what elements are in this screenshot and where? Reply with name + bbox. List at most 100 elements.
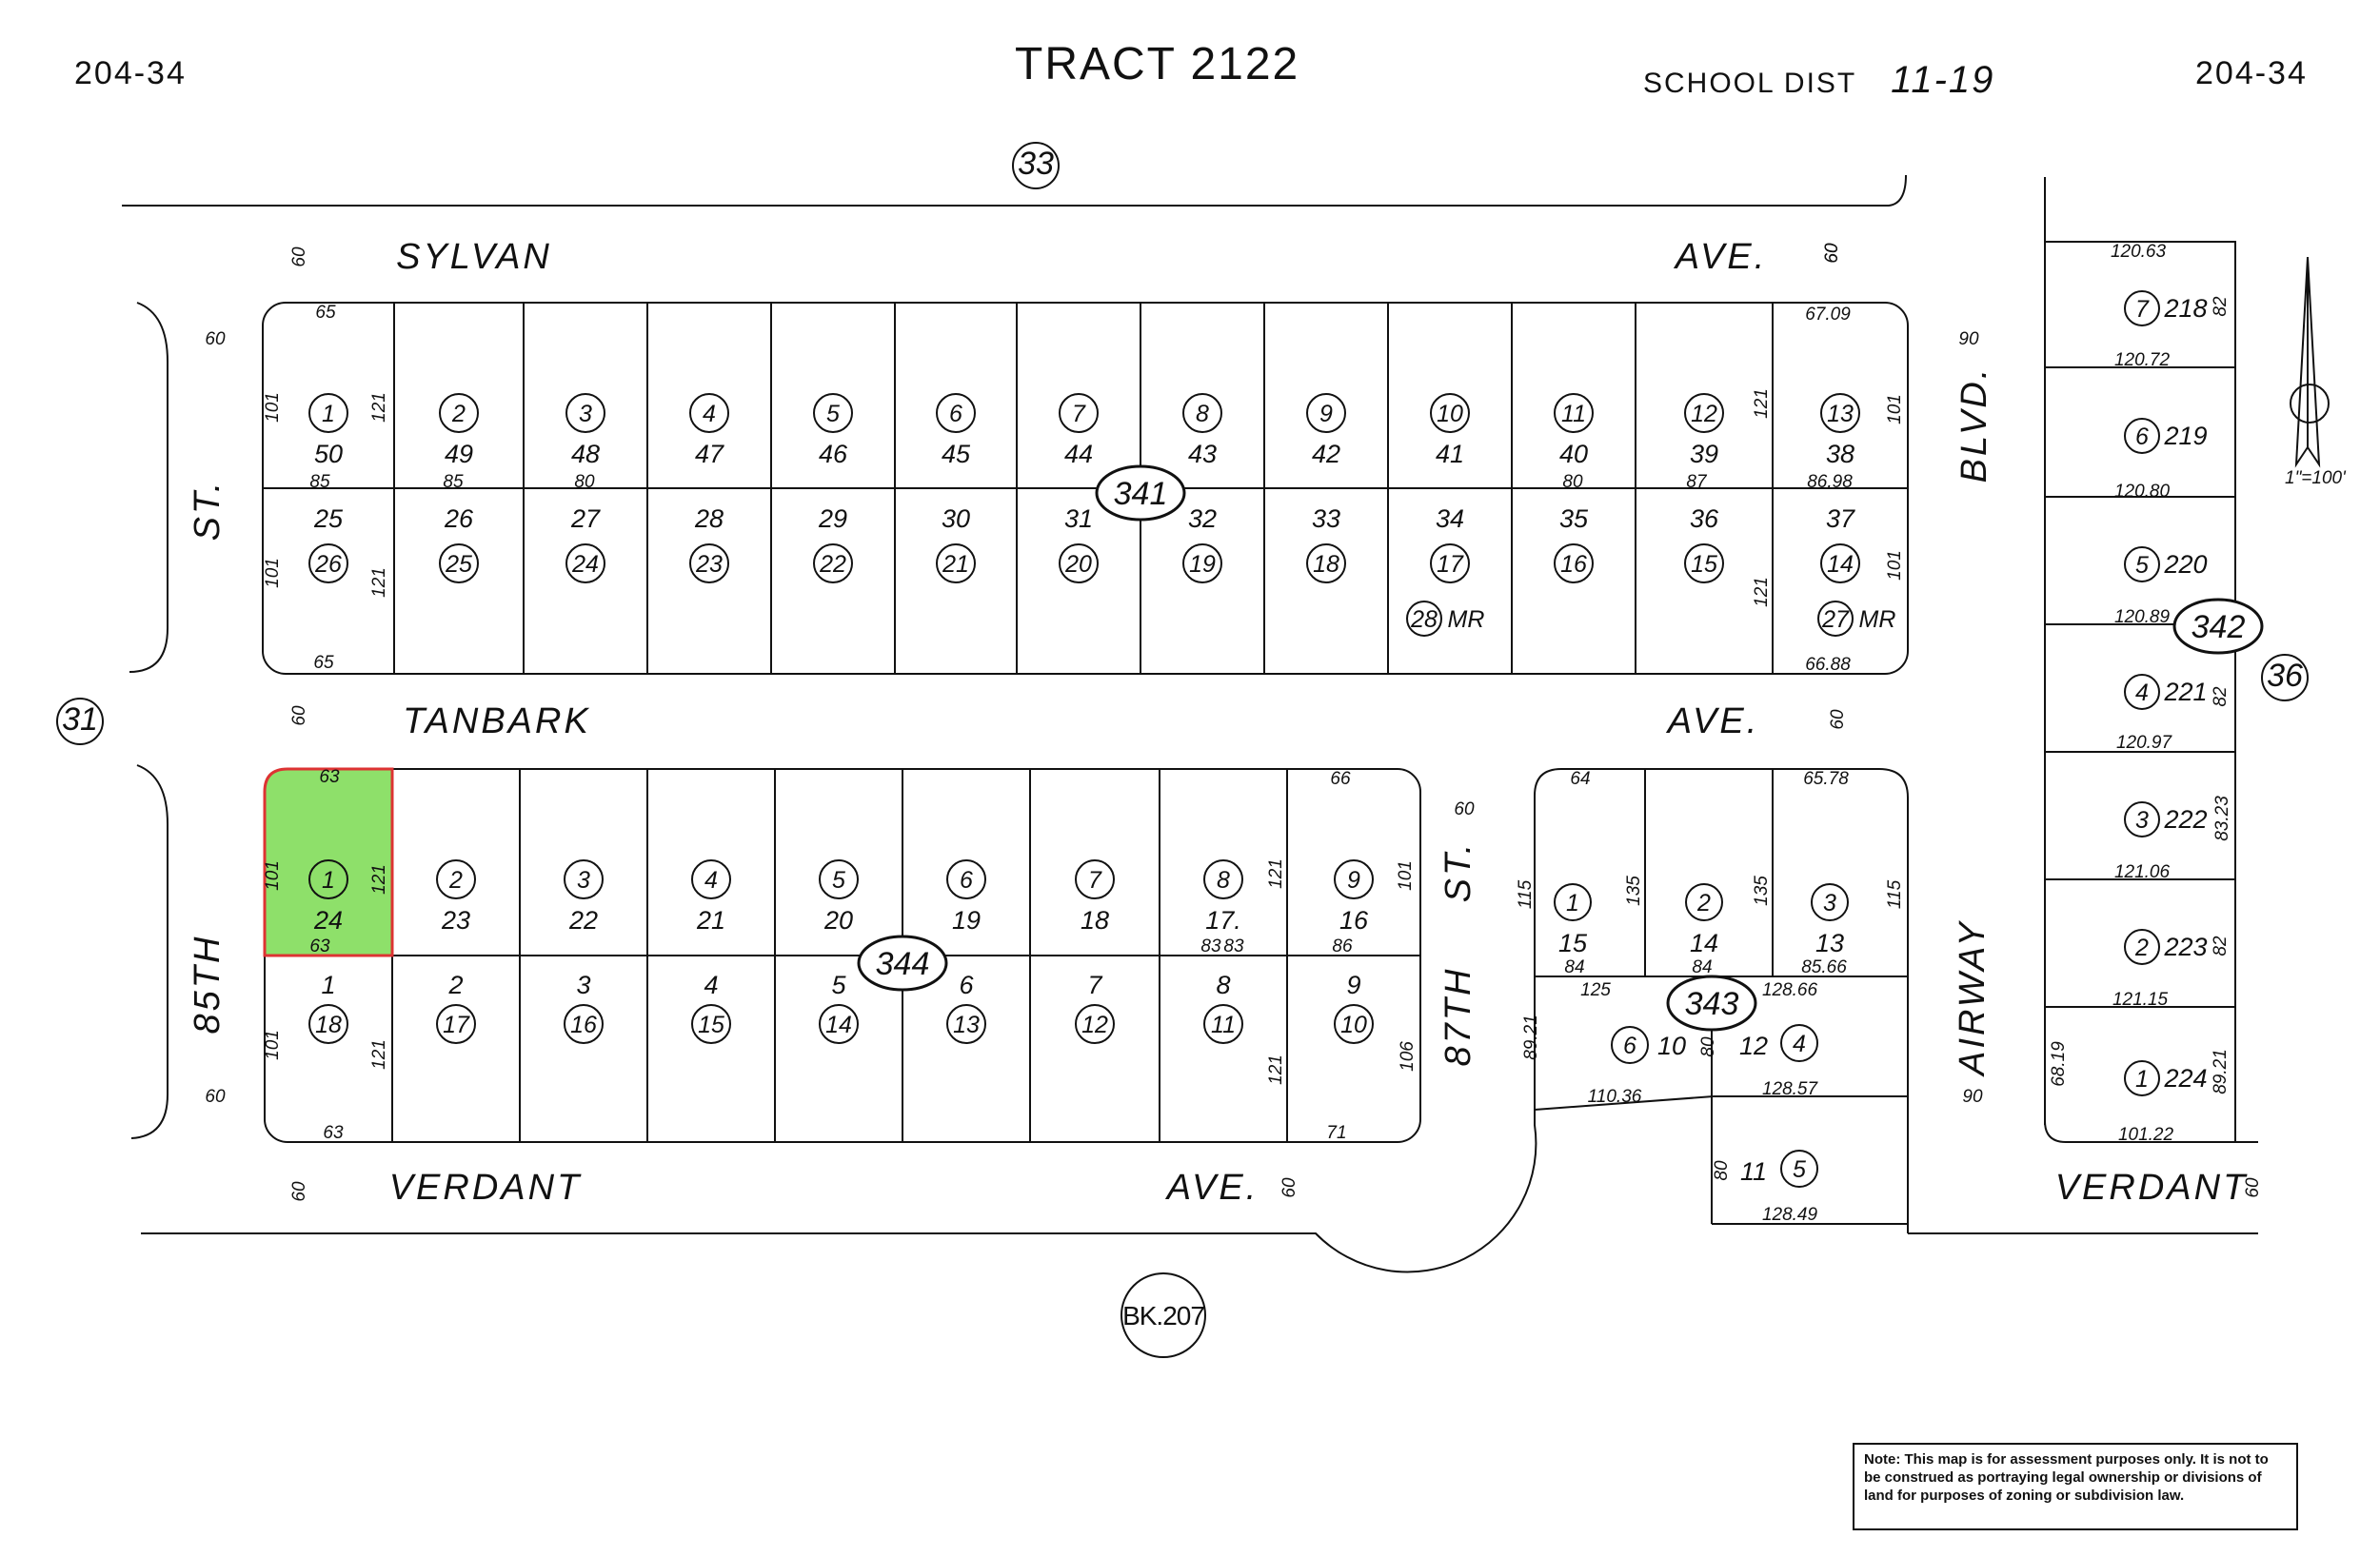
parcel-circle: 1 [322,401,335,427]
dimension-d80_c: 80 [1698,1036,1718,1057]
dimension-d12106: 121.06 [2114,862,2171,882]
lot-number: 219 [2163,422,2207,450]
dimension-d82_a: 82 [2211,296,2231,317]
parcel-circle: 1 [322,867,335,894]
dimension-d101_d: 101 [1885,550,1905,581]
lot-number: 222 [2163,805,2207,834]
parcel-circle: 2 [2134,935,2149,961]
lot-number: 29 [818,504,847,533]
lot-number: 22 [568,906,598,935]
dimension-d115_a: 115 [1516,879,1536,909]
parcel-circle: 7 [1088,867,1102,894]
street-tanbark-ave: AVE. [1666,701,1760,741]
lot-number: 31 [1064,504,1093,533]
dimension-d135_a: 135 [1624,876,1644,906]
dimension-d8698: 86.98 [1807,472,1853,492]
lot-number: 8 [1216,971,1230,999]
street-tanbark: TANBARK [403,701,591,741]
dimension-d8566: 85.66 [1801,957,1847,977]
dimension-d101_e: 101 [263,860,283,891]
dimension-d80_a: 80 [574,472,595,492]
parcel-circle: 13 [1827,401,1854,427]
school-district-value: 11-19 [1891,59,1995,101]
parcels: 1502493484475466457448439421041114012391… [308,290,2208,1188]
dimension-d121_g: 121 [1266,1054,1286,1085]
dimension-d60_e: 60 [1828,709,1848,730]
street-st-left: ST. [188,480,228,542]
lot-number: 45 [942,440,971,468]
parcel-circle: 14 [1827,551,1854,578]
parcel-circle: 10 [1340,1012,1367,1038]
parcel-circle: 26 [314,551,342,578]
dimension-d12089: 120.89 [2114,607,2171,627]
dimension-d60_a: 60 [289,246,309,267]
parcel-circle: 27 [1821,606,1850,633]
dimension-d65_b: 65 [313,653,334,673]
parcel-circle: 23 [695,551,723,578]
dimension-d121_c: 121 [1752,388,1772,419]
dimension-d121_f: 121 [369,1039,389,1070]
lot-number: 19 [952,906,981,935]
lot-number: 33 [1312,504,1340,533]
lot-number: 12 [1739,1032,1768,1060]
parcel-circle: 2 [1696,890,1711,916]
tract-title: TRACT 2122 [1015,39,1300,89]
lot-number: 15 [1558,929,1588,957]
lot-number: 50 [314,440,343,468]
dimension-d135_b: 135 [1752,876,1772,906]
dimension-d84_a: 84 [1564,957,1584,977]
dimension-d82_b: 82 [2211,686,2231,707]
lot-number: 25 [313,504,344,533]
map-code-left: 31 [62,701,98,738]
parcel-circle: 17 [1437,551,1464,578]
dimension-d80_d: 80 [1712,1160,1732,1181]
lot-number: 6 [959,971,974,999]
lot-number: 41 [1436,440,1464,468]
lot-number: 11 [1740,1157,1767,1186]
lot-number: 221 [2163,678,2207,706]
dimension-d60_h: 60 [1279,1177,1299,1198]
parcel-circle: 3 [1823,890,1836,916]
parcel-circle: 4 [704,867,718,894]
parcel-circle: 15 [1691,551,1717,578]
parcel-circle: 5 [2135,552,2149,579]
parcel-circle: 13 [953,1012,980,1038]
lot-number: 48 [571,440,600,468]
block-342-label: 342 [2192,609,2246,645]
highlighted-parcel[interactable] [263,767,394,957]
dimension-d8323: 83.23 [2212,796,2232,841]
lot-number: 37 [1826,504,1855,533]
lot-number: 40 [1559,440,1588,468]
lot-number: 14 [1690,929,1718,957]
street-verdant: VERDANT [389,1168,583,1208]
dimension-d6578: 65.78 [1803,769,1849,789]
street-85th: 85TH [188,935,228,1035]
parcel-circle: 4 [1793,1031,1806,1057]
dimension-d63_a: 63 [319,767,340,787]
parcel-circle: 7 [2135,296,2150,323]
dimension-d64: 64 [1570,769,1590,789]
parcel-circle: 3 [579,401,592,427]
lot-number: 28 [694,504,724,533]
dimension-d60_j: 60 [2243,1177,2263,1198]
parcel-circle: 10 [1437,401,1463,427]
parcel-circle: 6 [949,401,962,427]
parcel-circle: 14 [825,1012,852,1038]
lot-number: 47 [695,440,724,468]
dimension-d63_c: 63 [323,1123,344,1143]
dimension-d12857: 128.57 [1762,1079,1819,1099]
map-code-top: 33 [1018,146,1054,182]
lot-number: 4 [704,971,718,999]
lot-number: 10 [1657,1032,1686,1060]
block-343-label: 343 [1685,986,1739,1022]
dimension-d106: 106 [1398,1041,1418,1072]
dimension-d12866: 128.66 [1762,980,1818,1000]
parcel-circle: 28 [1410,606,1438,633]
parcel-circle: 24 [571,551,599,578]
lot-number: 44 [1064,440,1093,468]
school-district-label: SCHOOL DIST [1643,68,1856,99]
dimension-d125: 125 [1580,980,1611,1000]
parcel-circle: 18 [1313,551,1339,578]
dimension-d11036: 110.36 [1588,1087,1642,1107]
